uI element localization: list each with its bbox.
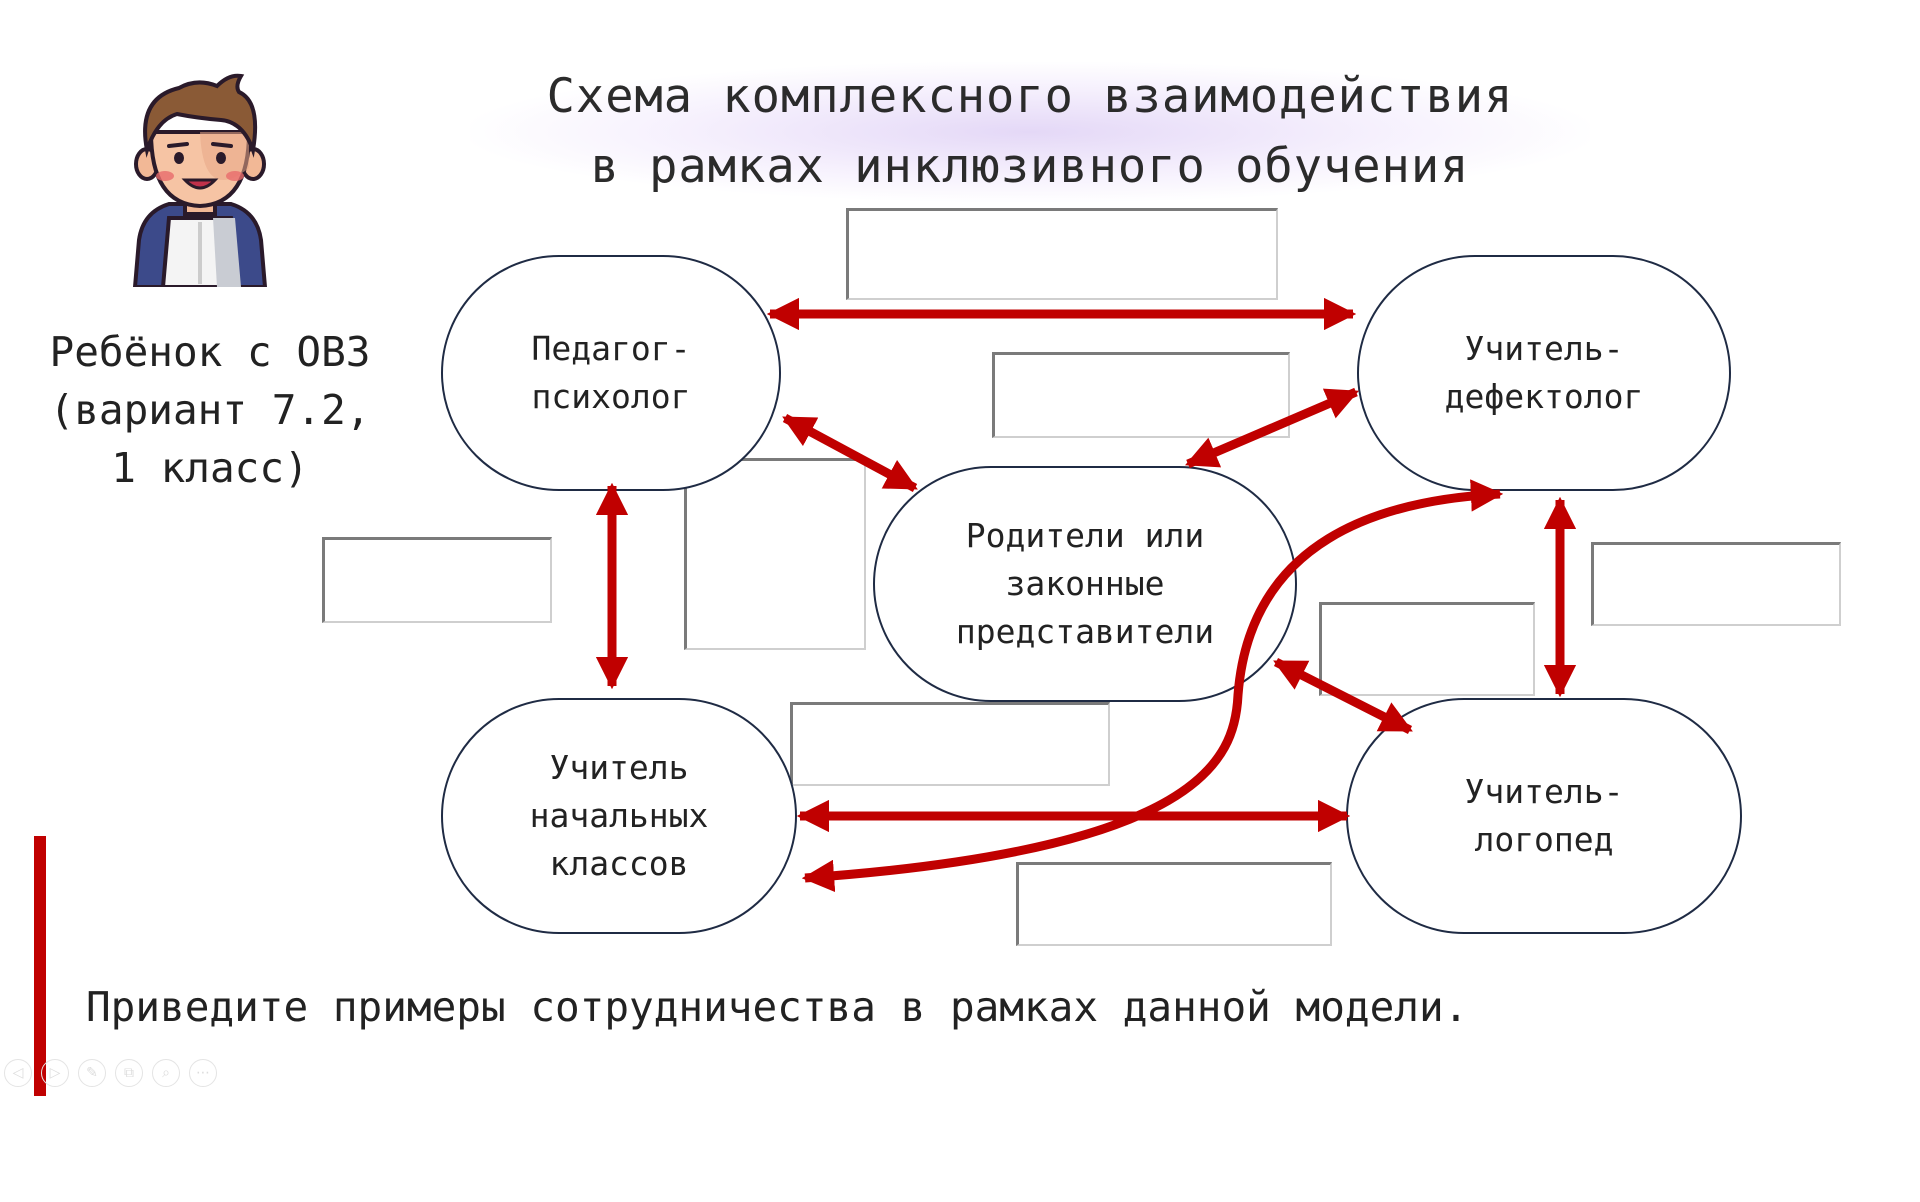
arrow-parents-defectologist [1185,387,1359,469]
previous-icon[interactable]: ◁ [4,1059,32,1087]
node-psychologist: Педагог- психолог [441,255,781,491]
answer-box-left[interactable] [322,537,552,623]
title-line-2: в рамках инклюзивного обучения [590,139,1470,194]
node-defectologist-line-1: Учитель- [1464,329,1624,368]
accent-bar [34,836,46,1096]
more-icon[interactable]: ⋯ [189,1059,217,1087]
arrow-parents-speech-therapist [1273,657,1413,735]
node-defectologist-line-2: дефектолог [1444,377,1644,416]
arrow-psychologist-parents [782,414,918,492]
slideshow-toolbar: ◁ ▷ ✎ ⧉ ⌕ ⋯ [4,1059,217,1087]
node-psychologist-line-1: Педагог- [531,329,691,368]
slide-title: Схема комплексного взаимодействия в рамк… [440,62,1620,202]
zoom-icon[interactable]: ⌕ [152,1059,180,1087]
pen-icon[interactable]: ✎ [78,1059,106,1087]
title-line-1: Схема комплексного взаимодействия [546,69,1514,124]
slides-icon[interactable]: ⧉ [115,1059,143,1087]
answer-box-right[interactable] [1591,542,1841,626]
arrow-primary-teacher-defectologist [801,479,1504,893]
node-primary-teacher-line-3: классов [549,844,689,883]
child-label-line-1: Ребёнок с ОВЗ [49,328,371,376]
child-label-line-3: 1 класс) [111,444,309,492]
node-defectologist: Учитель- дефектолог [1357,255,1731,491]
node-psychologist-line-2: психолог [531,377,691,416]
node-primary-teacher: Учитель начальных классов [441,698,797,934]
child-label: Ребёнок с ОВЗ (вариант 7.2, 1 класс) [20,323,400,497]
title-highlight [470,62,1590,202]
node-primary-teacher-line-2: начальных [529,796,709,835]
node-primary-teacher-line-1: Учитель [549,748,689,787]
next-icon[interactable]: ▷ [41,1059,69,1087]
boy-with-backpack-avatar [132,73,268,287]
child-label-line-2: (вариант 7.2, [49,386,371,434]
question-text: Приведите примеры сотрудничества в рамка… [86,983,1469,1031]
